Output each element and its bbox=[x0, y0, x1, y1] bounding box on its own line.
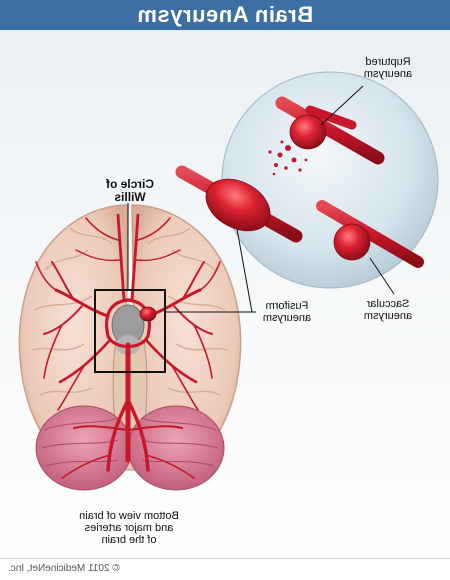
title-bar: Brain Aneurysm bbox=[0, 0, 450, 30]
cerebral-arteries bbox=[35, 213, 221, 479]
aneurysm-on-circle-of-willis bbox=[139, 306, 157, 322]
fusiform-aneurysm bbox=[205, 178, 271, 232]
blood-droplets bbox=[268, 140, 308, 176]
label-circle-of-willis: Circle of Willis bbox=[106, 177, 155, 204]
brain-bottom-view bbox=[18, 204, 242, 491]
aneurysm-types-inset bbox=[175, 71, 439, 289]
footer: © 2011 MedicineNet, Inc. bbox=[0, 558, 450, 580]
ruptured-vessel bbox=[275, 96, 385, 165]
copyright-notice: © 2011 MedicineNet, Inc. bbox=[8, 563, 120, 574]
circle-of-willis-highlight-box bbox=[94, 289, 166, 373]
label-saccular-aneurysm: Saccular aneurysm bbox=[363, 298, 413, 322]
ruptured-aneurysm bbox=[289, 114, 327, 150]
saccular-vessel bbox=[316, 200, 424, 268]
saccular-aneurysm bbox=[333, 223, 371, 261]
label-fusiform-aneurysm: Fusiform aneurysm bbox=[262, 300, 312, 324]
leader-lines bbox=[127, 85, 395, 313]
label-ruptured-aneurysm: Ruptured aneurysm bbox=[363, 56, 413, 80]
label-bottom-view: Bottom view of brain and major arteries … bbox=[79, 510, 179, 546]
